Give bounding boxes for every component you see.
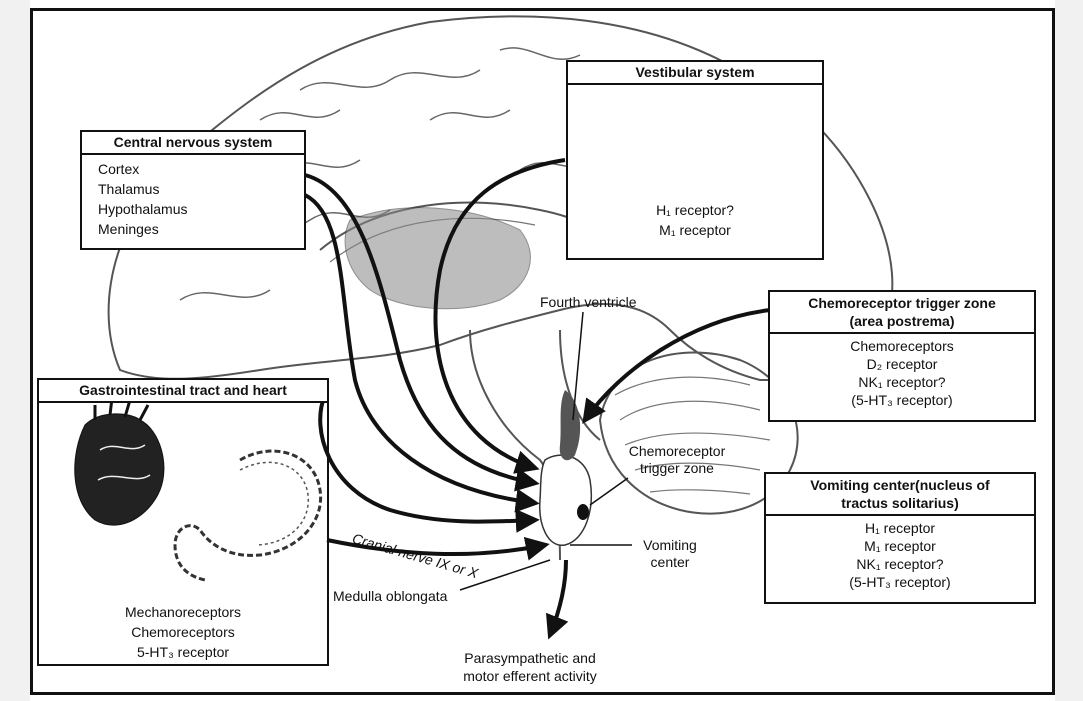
ctz-title-line1: Chemoreceptor trigger zone [774, 294, 1030, 312]
fourth-ventricle-leader [573, 312, 583, 420]
ctz-item-nk1: NK₁ receptor? [770, 373, 1034, 391]
gi-box: Gastrointestinal tract and heart Mechano… [37, 378, 329, 666]
medulla-shape [540, 455, 592, 545]
cns-item-hypothalamus: Hypothalamus [98, 199, 304, 219]
cns-title: Central nervous system [82, 132, 304, 155]
scan-left-edge [0, 0, 30, 701]
vomiting-line1: Vomiting [632, 537, 708, 554]
vestibular-title: Vestibular system [568, 62, 822, 85]
ctz-item-d2: D₂ receptor [770, 355, 1034, 373]
ctz-inline-line1: Chemoreceptor [614, 443, 740, 460]
vomiting-center-label: Vomiting center [632, 537, 708, 571]
fourth-ventricle-shade [560, 390, 580, 460]
frame-bottom-line [30, 692, 1055, 695]
vc-item-5ht3: (5-HT₃ receptor) [766, 573, 1034, 591]
frame-right-line [1052, 8, 1055, 695]
vomiting-center-box: Vomiting center(nucleus of tractus solit… [764, 472, 1036, 604]
gi-arrow [320, 395, 535, 522]
output-label: Parasympathetic and motor efferent activ… [430, 649, 630, 685]
ctz-arrow [585, 310, 770, 420]
ctz-item-5ht3: (5-HT₃ receptor) [770, 391, 1034, 409]
vomiting-line2: center [632, 554, 708, 571]
scan-right-edge [1055, 0, 1083, 701]
gi-item-chemoreceptors: Chemoreceptors [39, 622, 327, 642]
ctz-item-chemoreceptors: Chemoreceptors [770, 337, 1034, 355]
frame-top-line [30, 8, 1055, 11]
vomiting-center-dot [577, 504, 589, 520]
cns-item-thalamus: Thalamus [98, 179, 304, 199]
ctz-leader [590, 478, 628, 505]
vc-item-m1: M₁ receptor [766, 537, 1034, 555]
cns-item-meninges: Meninges [98, 219, 304, 239]
frame-left-line [30, 8, 33, 695]
vc-item-nk1: NK₁ receptor? [766, 555, 1034, 573]
ctz-title-line2: (area postrema) [774, 312, 1030, 330]
cns-item-cortex: Cortex [98, 159, 304, 179]
vc-title-line1: Vomiting center(nucleus of [770, 476, 1030, 494]
vestibular-item-h1: H₁ receptor? [568, 200, 822, 220]
ctz-box: Chemoreceptor trigger zone (area postrem… [768, 290, 1036, 422]
output-line2: motor efferent activity [430, 667, 630, 685]
vc-item-h1: H₁ receptor [766, 519, 1034, 537]
vestibular-box: Vestibular system H₁ receptor? M₁ recept… [566, 60, 824, 260]
vestibular-item-m1: M₁ receptor [568, 220, 822, 240]
gi-title: Gastrointestinal tract and heart [39, 380, 327, 403]
cns-box: Central nervous system Cortex Thalamus H… [80, 130, 306, 250]
fourth-ventricle-label: Fourth ventricle [540, 294, 636, 311]
gi-item-5ht3: 5-HT₃ receptor [39, 642, 327, 662]
vc-title-line2: tractus solitarius) [770, 494, 1030, 512]
medulla-label: Medulla oblongata [333, 588, 447, 605]
gi-item-mechanoreceptors: Mechanoreceptors [39, 602, 327, 622]
efferent-arrow [550, 560, 566, 635]
ctz-inline-label: Chemoreceptor trigger zone [614, 443, 740, 477]
output-line1: Parasympathetic and [430, 649, 630, 667]
ctz-inline-line2: trigger zone [614, 460, 740, 477]
